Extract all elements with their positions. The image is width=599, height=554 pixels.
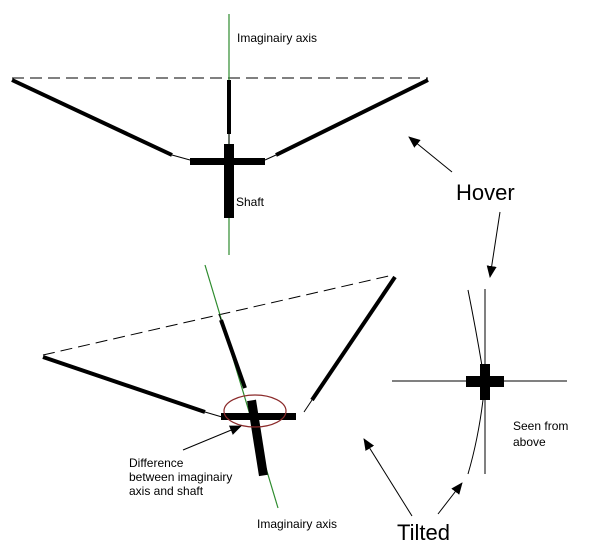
tilted-upper-shaft-thin	[218, 313, 222, 321]
shaft-label: Shaft	[236, 195, 265, 209]
tilted-upper-shaft	[219, 319, 247, 389]
tilted-side-view: Difference between imaginairy axis and s…	[42, 264, 397, 531]
difference-label-line1: Difference	[129, 456, 184, 470]
hover-arrow-left	[408, 136, 453, 173]
hover-left-arm	[11, 78, 173, 157]
difference-label-line2: between imaginairy	[129, 470, 232, 484]
difference-arrow	[182, 425, 242, 451]
hover-imaginary-axis-label: Imaginairy axis	[237, 31, 317, 45]
hover-shaft	[224, 144, 234, 218]
seen-from-above-line1: Seen from	[513, 419, 568, 433]
tilted-left-arm	[42, 355, 206, 414]
tilted-arrow-left	[363, 438, 413, 517]
rotation-curve-upper	[467, 289, 483, 367]
tilted-right-arm	[310, 275, 397, 402]
hover-side-view: Imaginairy axis Shaft	[11, 14, 429, 255]
hover-right-arm	[275, 78, 429, 157]
hover-left-arm-thin	[171, 154, 191, 161]
tilted-right-arm-thin	[303, 399, 313, 413]
difference-label-line3: axis and shaft	[129, 484, 204, 498]
rotation-curve-lower	[467, 399, 484, 475]
tilted-shaft	[247, 399, 268, 477]
annotations: Hover Tilted	[363, 136, 515, 545]
hover-arrow-down	[486, 211, 501, 278]
tilted-imaginary-axis-label: Imaginairy axis	[257, 517, 337, 531]
tilted-dashed-line	[42, 274, 394, 356]
seen-from-above-line2: above	[513, 435, 546, 449]
top-view-cross-vertical	[480, 364, 490, 400]
tilted-arrow-right	[437, 482, 463, 515]
top-view: Seen from above	[392, 289, 568, 475]
tilted-left-arm-thin	[204, 411, 223, 418]
difference-ellipse	[223, 394, 287, 428]
hover-right-arm-thin	[264, 154, 277, 161]
hover-label: Hover	[456, 180, 515, 205]
tilted-label: Tilted	[397, 520, 450, 545]
